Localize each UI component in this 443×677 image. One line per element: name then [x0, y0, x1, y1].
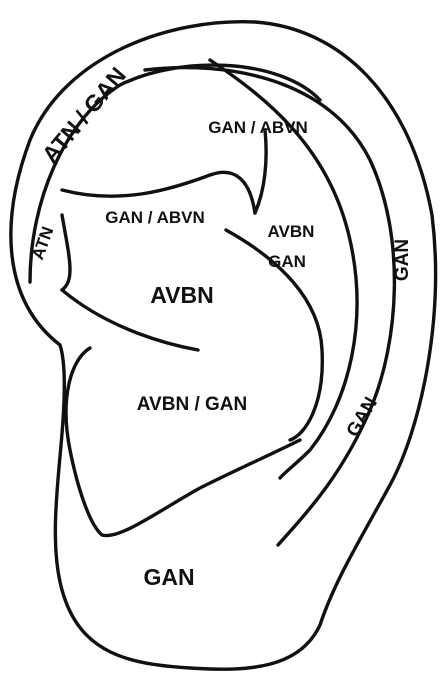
label-antihelix-line2: GAN	[268, 252, 306, 271]
antihelix-inner-line	[62, 215, 70, 290]
label-helix-root: ATN	[28, 224, 57, 262]
label-lobule: GAN	[143, 564, 194, 590]
label-triangular-fossa: GAN / ABVN	[208, 118, 308, 137]
label-helix-upper: ATN / GAN	[37, 62, 131, 167]
label-superior-crus: GAN / ABVN	[105, 208, 205, 227]
label-cymba-concha: AVBN	[150, 282, 213, 308]
concha-outline	[66, 348, 300, 536]
inferior-crus-line	[62, 172, 255, 213]
helix-inner-line	[30, 65, 320, 282]
label-antihelix-line1: AVBN	[268, 222, 315, 241]
label-helix-rim: GAN	[392, 239, 413, 281]
label-helix-tail: GAN	[343, 394, 382, 441]
label-cavum-concha: AVBN / GAN	[137, 394, 247, 415]
superior-crus-line	[255, 130, 266, 213]
